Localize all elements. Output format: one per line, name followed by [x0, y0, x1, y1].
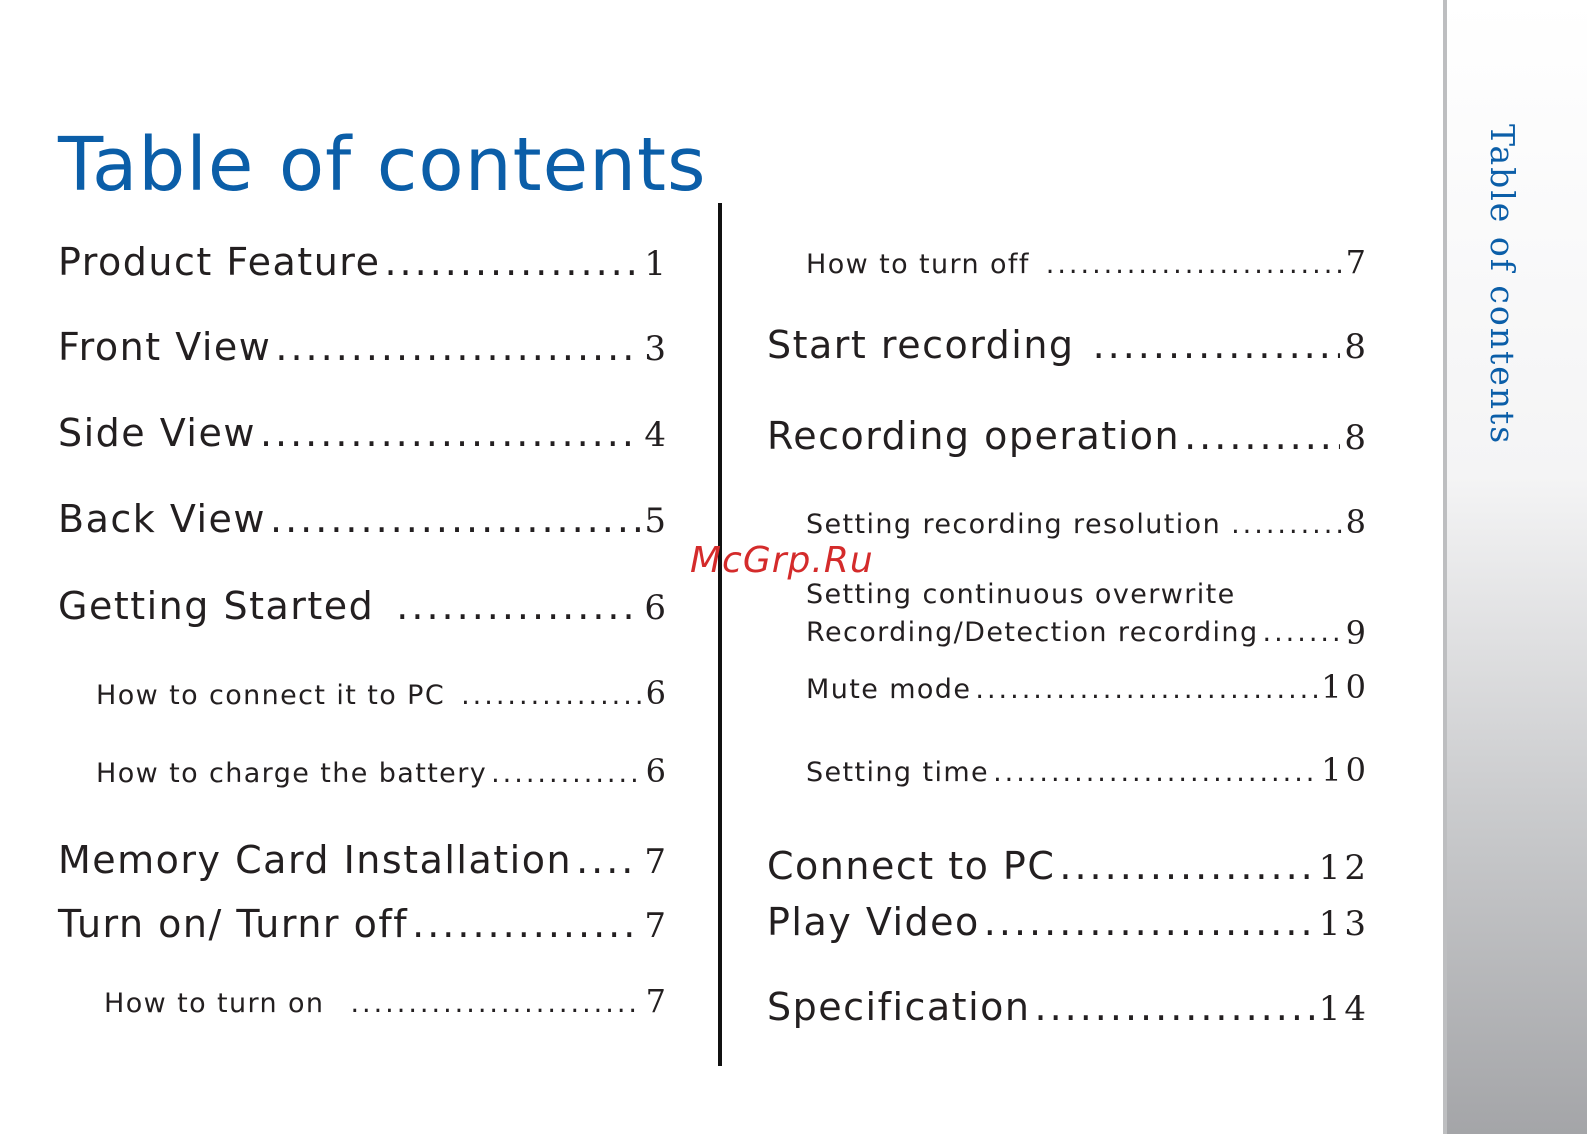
- toc-entry-page: 8: [1344, 327, 1370, 367]
- dot-leader: ........................................…: [1059, 844, 1315, 888]
- column-divider: [718, 203, 722, 1066]
- toc-entry-turn-on[interactable]: How to turn on .........................…: [104, 982, 670, 1032]
- dot-leader: ........................................…: [993, 757, 1318, 788]
- toc-entry-connect-to-pc[interactable]: Connect to PC ..........................…: [767, 844, 1370, 894]
- toc-entry-label-line2: Recording/Detection recording: [806, 617, 1259, 648]
- toc-entry-connect-pc[interactable]: How to connect it to PC ................…: [96, 674, 670, 724]
- toc-entry-recording-resolution[interactable]: Setting recording resolution ...........…: [806, 503, 1370, 553]
- dot-leader: ........................................…: [412, 902, 640, 946]
- toc-entry-mute-mode[interactable]: Mute mode ..............................…: [806, 668, 1370, 718]
- toc-entry-page: 10: [1321, 668, 1370, 706]
- toc-entry-label: How to turn off: [806, 249, 1030, 280]
- toc-entry-label: How to connect it to PC: [96, 680, 446, 711]
- toc-entry-page: 1: [644, 244, 670, 284]
- toc-entry-page: 3: [644, 329, 670, 369]
- toc-entry-front-view[interactable]: Front View .............................…: [58, 325, 670, 375]
- toc-entry-page: 8: [1345, 503, 1370, 541]
- toc-entry-label: Setting continuous overwrite Recording/D…: [806, 576, 1258, 652]
- toc-entry-specification[interactable]: Specification ..........................…: [767, 985, 1370, 1035]
- dot-leader: ........................................…: [275, 325, 640, 369]
- toc-entry-setting-time[interactable]: Setting time ...........................…: [806, 751, 1370, 801]
- toc-entry-continuous-overwrite[interactable]: Setting continuous overwrite Recording/D…: [806, 570, 1370, 652]
- dot-leader: ........................................…: [1092, 323, 1341, 367]
- toc-entry-label: Mute mode: [806, 674, 972, 705]
- side-tab-label: Table of contents: [1483, 124, 1522, 446]
- dot-leader: ........................................…: [461, 680, 642, 711]
- toc-entry-label: Getting Started: [58, 584, 375, 628]
- toc-entry-page: 10: [1321, 751, 1370, 789]
- toc-entry-product-feature[interactable]: Product Feature ........................…: [58, 240, 670, 290]
- toc-entry-page: 6: [645, 674, 670, 712]
- toc-entry-side-view[interactable]: Side View ..............................…: [58, 411, 670, 461]
- dot-leader: ........................................…: [1231, 509, 1342, 540]
- toc-entry-label: Recording operation: [767, 414, 1181, 458]
- dot-leader: ........................................…: [576, 838, 640, 882]
- toc-entry-page: 6: [644, 588, 670, 628]
- toc-entry-label: Specification: [767, 985, 1031, 1029]
- dot-leader: ........................................…: [396, 584, 640, 628]
- toc-entry-label: Play Video: [767, 900, 980, 944]
- toc-entry-label: Side View: [58, 411, 256, 455]
- toc-entry-page: 9: [1345, 614, 1370, 652]
- toc-entry-label: Turn on/ Turnr off: [58, 902, 409, 946]
- toc-entry-getting-started[interactable]: Getting Started ........................…: [58, 584, 670, 634]
- toc-entry-turn-off[interactable]: How to turn off ........................…: [806, 243, 1370, 293]
- toc-entry-label: Connect to PC: [767, 844, 1056, 888]
- toc-entry-page: 13: [1318, 904, 1370, 944]
- toc-entry-memory-card[interactable]: Memory Card Installation ...............…: [58, 838, 670, 888]
- toc-entry-label: Memory Card Installation: [58, 838, 573, 882]
- dot-leader: ........................................…: [1034, 985, 1314, 1029]
- toc-entry-page: 7: [644, 842, 670, 882]
- toc-entry-start-recording[interactable]: Start recording ........................…: [767, 323, 1370, 373]
- toc-entry-charge-battery[interactable]: How to charge the battery ..............…: [96, 752, 670, 802]
- toc-entry-page: 7: [1345, 243, 1370, 281]
- watermark: McGrp.Ru: [690, 540, 874, 581]
- toc-entry-page: 4: [644, 415, 670, 455]
- toc-entry-page: 6: [645, 752, 670, 790]
- toc-entry-label: Setting recording resolution: [806, 509, 1222, 540]
- toc-entry-label: How to turn on: [104, 988, 325, 1019]
- dot-leader: ........................................…: [975, 674, 1317, 705]
- toc-entry-page: 5: [644, 501, 670, 541]
- dot-leader: ........................................…: [259, 411, 640, 455]
- dot-leader: ........................................…: [1184, 414, 1340, 458]
- dot-leader: ........................................…: [983, 900, 1315, 944]
- dot-leader: ........................................…: [270, 497, 640, 541]
- dot-leader: ........................................…: [491, 758, 642, 789]
- page-title: Table of contents: [58, 121, 707, 208]
- toc-entry-page: 7: [645, 982, 670, 1020]
- toc-entry-label: Start recording: [767, 323, 1075, 367]
- toc-entry-page: 12: [1318, 848, 1370, 888]
- side-tab: [1443, 0, 1587, 1134]
- toc-entry-play-video[interactable]: Play Video .............................…: [767, 900, 1370, 950]
- toc-entry-page: 14: [1318, 989, 1370, 1029]
- toc-entry-turn-on-off[interactable]: Turn on/ Turnr off .....................…: [58, 902, 670, 952]
- toc-entry-recording-operation[interactable]: Recording operation ....................…: [767, 414, 1370, 464]
- toc-entry-page: 8: [1344, 418, 1370, 458]
- dot-leader: ........................................…: [1262, 617, 1341, 648]
- toc-entry-label: Product Feature: [58, 240, 381, 284]
- dot-leader: ........................................…: [1045, 249, 1342, 280]
- toc-entry-back-view[interactable]: Back View ..............................…: [58, 497, 670, 547]
- toc-entry-label: Back View: [58, 497, 267, 541]
- toc-entry-label: Front View: [58, 325, 272, 369]
- toc-entry-label-line1: Setting continuous overwrite: [806, 579, 1236, 610]
- toc-entry-page: 7: [644, 906, 670, 946]
- toc-entry-label: How to charge the battery: [96, 758, 488, 789]
- toc-entry-label: Setting time: [806, 757, 990, 788]
- dot-leader: ........................................…: [384, 240, 641, 284]
- dot-leader: ........................................…: [350, 988, 641, 1019]
